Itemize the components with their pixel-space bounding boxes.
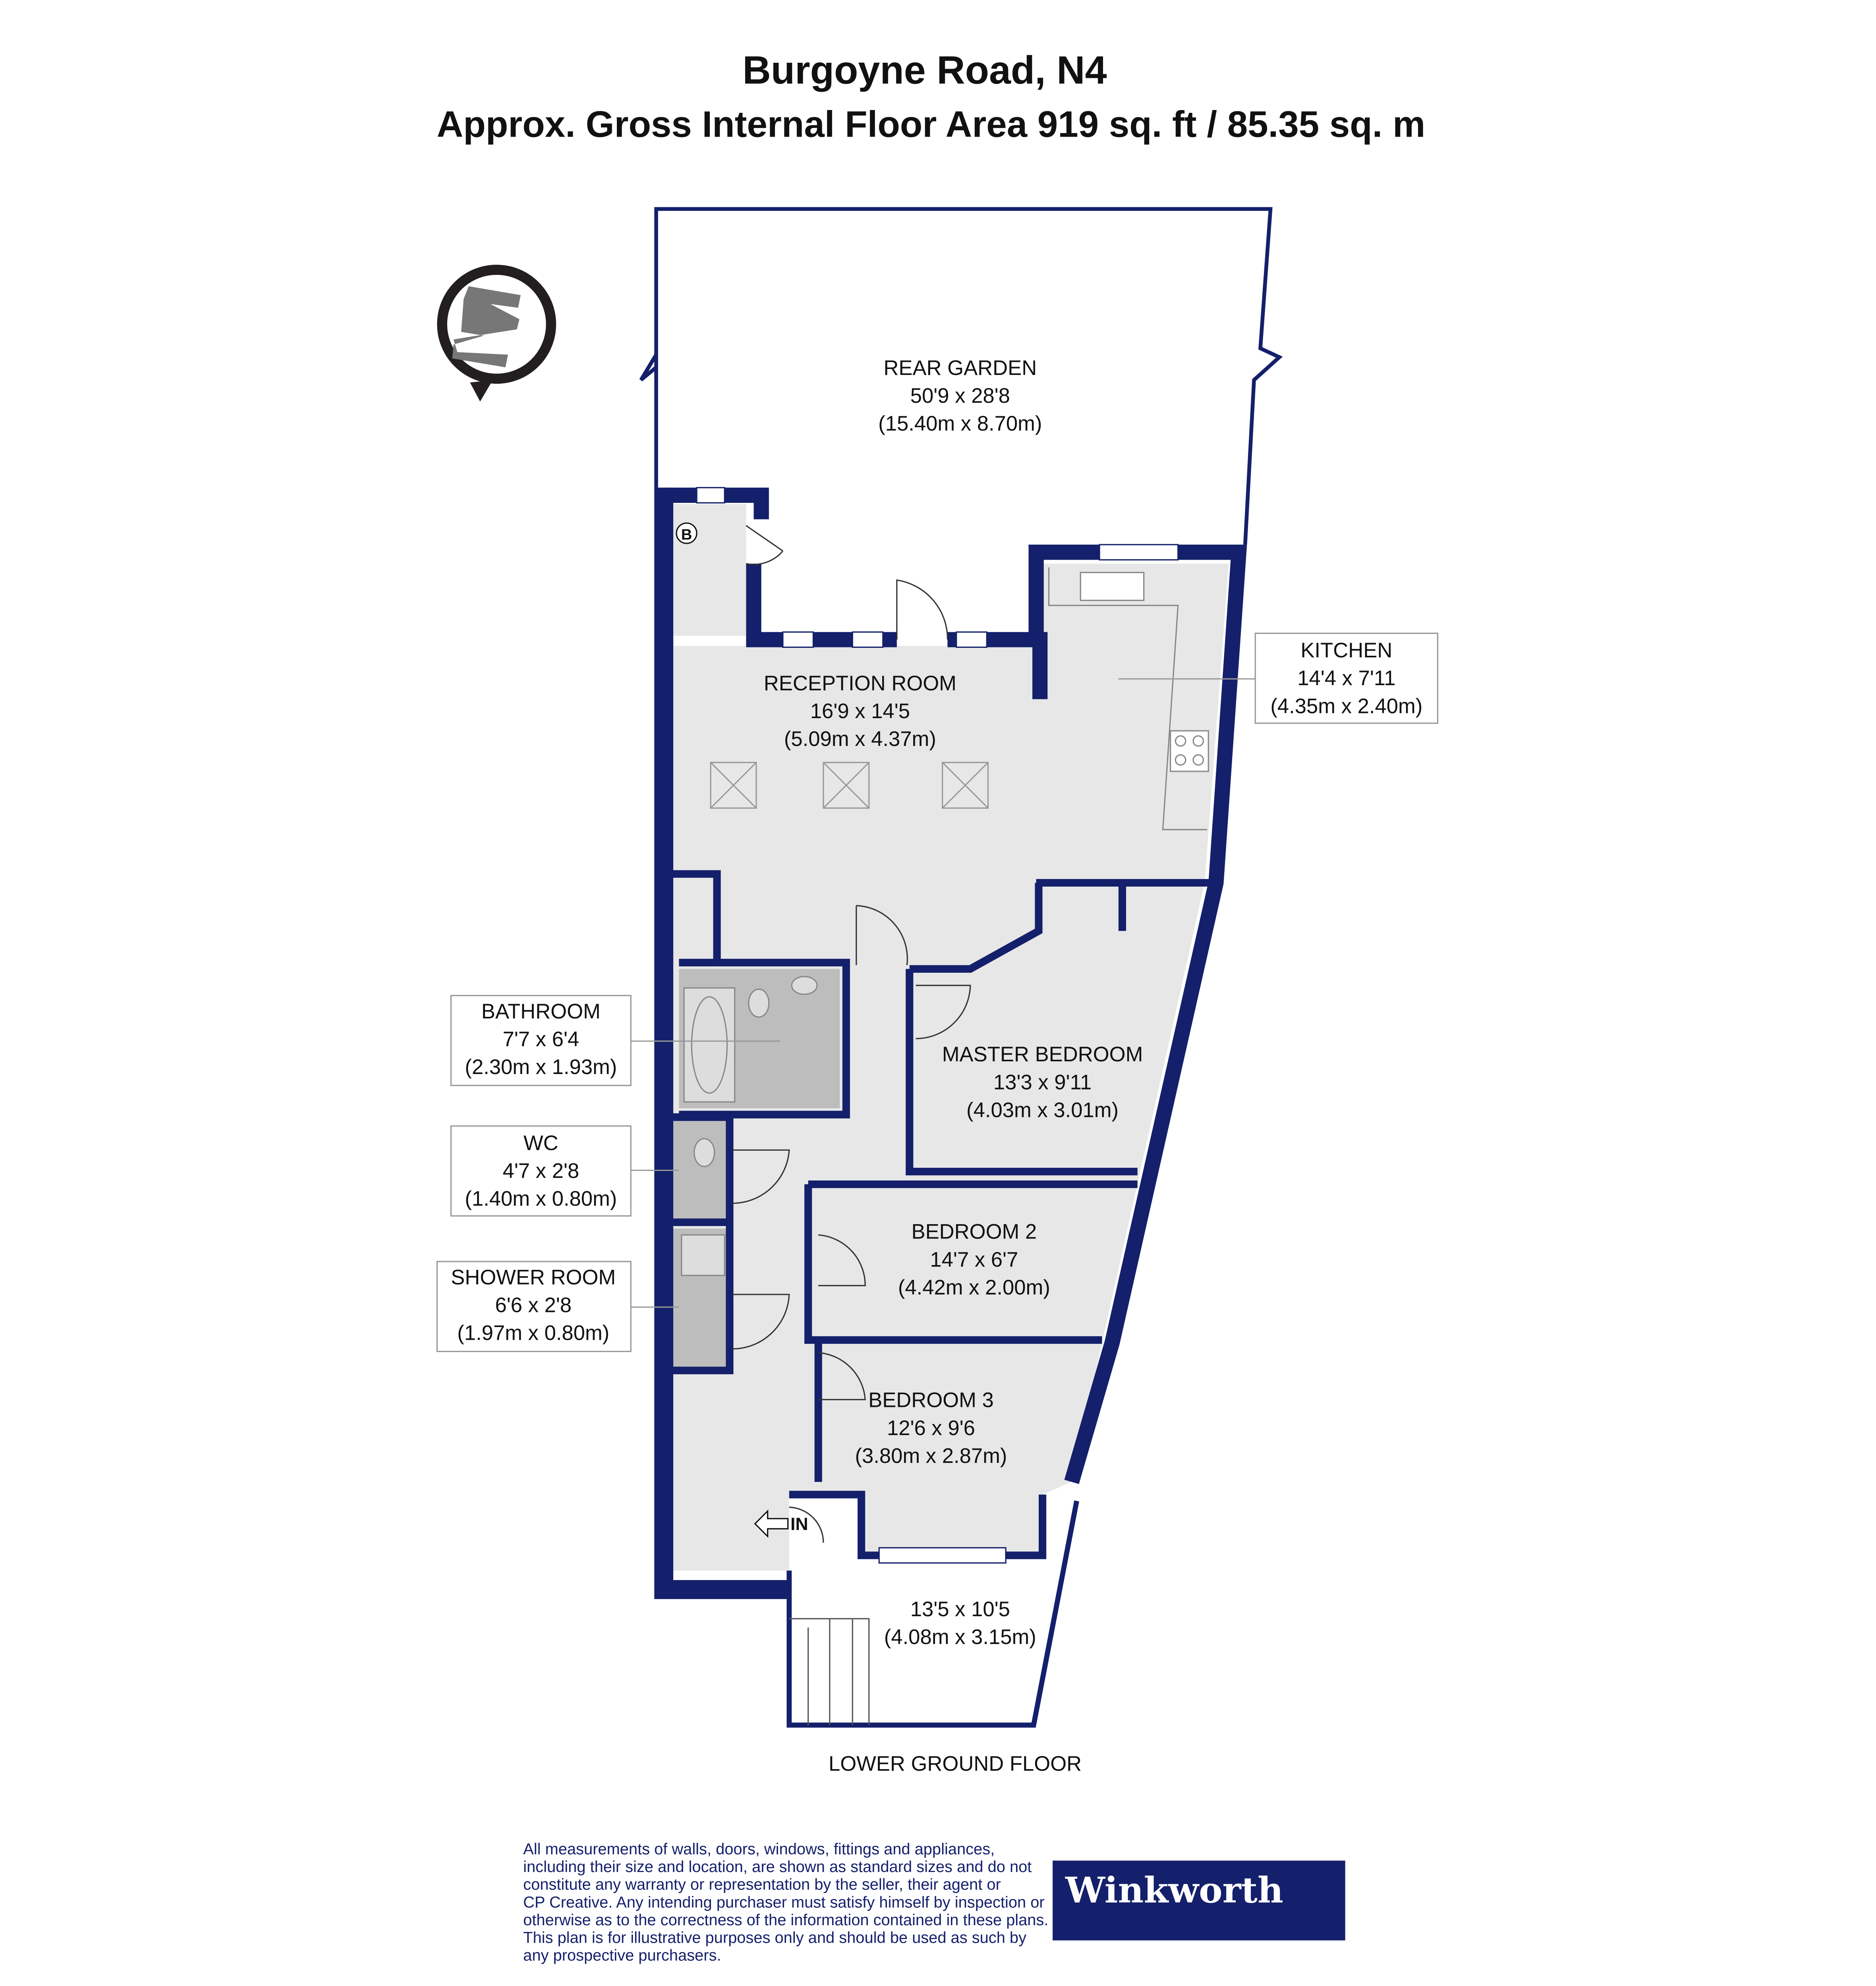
svg-text:otherwise as to the correctnes: otherwise as to the correctness of the i… (523, 1911, 1048, 1929)
plan-subtitle: Approx. Gross Internal Floor Area 919 sq… (437, 103, 1426, 145)
svg-text:MASTER BEDROOM: MASTER BEDROOM (942, 1043, 1143, 1066)
garden-boundary (639, 207, 1283, 545)
sink-icon (1080, 572, 1145, 601)
floor-label: LOWER GROUND FLOOR (829, 1752, 1082, 1775)
svg-text:(4.08m x 3.15m): (4.08m x 3.15m) (884, 1625, 1036, 1649)
svg-text:BEDROOM 3: BEDROOM 3 (868, 1389, 994, 1412)
svg-text:16'9 x 14'5: 16'9 x 14'5 (810, 699, 910, 723)
svg-text:(1.40m x 0.80m): (1.40m x 0.80m) (465, 1187, 617, 1211)
entrance-label: IN (790, 1515, 808, 1534)
boiler-icon (676, 522, 697, 544)
toilet-icon (748, 988, 770, 1018)
room-shower-room: SHOWER ROOM 6'6 x 2'8 (1.97m x 0.80m) (436, 1261, 679, 1352)
winkworth-logo: Winkworth (1053, 1860, 1345, 1941)
svg-text:constitute any warranty or rep: constitute any warranty or representatio… (523, 1876, 1001, 1893)
plan-title: Burgoyne Road, N4 (742, 48, 1107, 92)
room-reception: RECEPTION ROOM 16'9 x 14'5 (5.09m x 4.37… (764, 672, 956, 751)
svg-text:SHOWER ROOM: SHOWER ROOM (451, 1265, 616, 1289)
svg-text:6'6 x 2'8: 6'6 x 2'8 (495, 1294, 572, 1317)
room-bedroom-2: BEDROOM 2 14'7 x 6'7 (4.42m x 2.00m) (898, 1220, 1050, 1299)
svg-text:BEDROOM 2: BEDROOM 2 (912, 1220, 1037, 1244)
svg-text:CP Creative. Any intending pur: CP Creative. Any intending purchaser mus… (523, 1893, 1045, 1911)
room-bedroom-3: BEDROOM 3 12'6 x 9'6 (3.80m x 2.87m) (855, 1389, 1007, 1468)
svg-text:(15.40m x 8.70m): (15.40m x 8.70m) (878, 412, 1042, 435)
svg-text:WC: WC (524, 1131, 558, 1155)
svg-text:13'3 x 9'11: 13'3 x 9'11 (993, 1070, 1092, 1094)
entrance-arrow-icon (754, 1509, 789, 1538)
svg-text:(1.97m x 0.80m): (1.97m x 0.80m) (457, 1321, 609, 1345)
svg-text:any prospective purchasers.: any prospective purchasers. (523, 1947, 721, 1964)
svg-text:(4.35m x 2.40m): (4.35m x 2.40m) (1270, 694, 1422, 718)
windows (696, 487, 1179, 1564)
basin-icon (791, 976, 818, 995)
svg-text:All measurements of walls, doo: All measurements of walls, doors, window… (523, 1840, 995, 1858)
room-front-patio: 13'5 x 10'5 (4.08m x 3.15m) (884, 1598, 1036, 1649)
svg-text:(5.09m x 4.37m): (5.09m x 4.37m) (784, 727, 936, 751)
svg-text:(2.30m x 1.93m): (2.30m x 1.93m) (465, 1055, 617, 1079)
boiler-label: B (681, 526, 692, 543)
room-wc: WC 4'7 x 2'8 (1.40m x 0.80m) (450, 1125, 679, 1217)
svg-text:14'7 x 6'7: 14'7 x 6'7 (930, 1248, 1018, 1271)
svg-text:(3.80m x 2.87m): (3.80m x 2.87m) (855, 1444, 1007, 1468)
svg-text:This plan is for illustrative: This plan is for illustrative purposes o… (523, 1929, 1026, 1947)
room-kitchen: KITCHEN 14'4 x 7'11 (4.35m x 2.40m) (1118, 632, 1439, 724)
shower-tray-icon (681, 1234, 725, 1276)
svg-text:including their size and locat: including their size and location, are s… (523, 1858, 1032, 1876)
bath-icon (683, 987, 736, 1103)
wc-toilet-icon (694, 1138, 715, 1167)
svg-text:4'7 x 2'8: 4'7 x 2'8 (502, 1159, 579, 1183)
north-compass-icon (437, 265, 556, 402)
doors[interactable] (732, 525, 971, 1543)
svg-text:Winkworth: Winkworth (1065, 1870, 1283, 1911)
walls (654, 487, 1247, 1728)
svg-text:12'6 x 9'6: 12'6 x 9'6 (887, 1416, 975, 1440)
wc-floor (672, 1117, 730, 1219)
front-steps (789, 1618, 870, 1725)
hob-icon (1170, 730, 1209, 772)
svg-text:RECEPTION ROOM: RECEPTION ROOM (764, 672, 956, 695)
room-bathroom: BATHROOM 7'7 x 6'4 (2.30m x 1.93m) (450, 995, 781, 1086)
svg-text:REAR GARDEN: REAR GARDEN (883, 356, 1037, 380)
room-master-bedroom: MASTER BEDROOM 13'3 x 9'11 (4.03m x 3.01… (942, 1043, 1143, 1122)
svg-text:50'9 x 28'8: 50'9 x 28'8 (910, 384, 1010, 408)
room-rear-garden: REAR GARDEN 50'9 x 28'8 (15.40m x 8.70m) (878, 356, 1042, 435)
svg-text:BATHROOM: BATHROOM (481, 1000, 601, 1023)
svg-text:14'4 x 7'11: 14'4 x 7'11 (1297, 667, 1395, 690)
svg-text:7'7 x 6'4: 7'7 x 6'4 (502, 1028, 579, 1051)
svg-text:KITCHEN: KITCHEN (1300, 639, 1392, 662)
svg-text:(4.03m x 3.01m): (4.03m x 3.01m) (966, 1099, 1119, 1122)
kitchen-worktop (1048, 567, 1208, 831)
disclaimer: All measurements of walls, doors, window… (523, 1840, 1048, 1964)
skylight-icons (710, 762, 989, 809)
svg-text:13'5 x 10'5: 13'5 x 10'5 (910, 1598, 1010, 1621)
svg-text:(4.42m x 2.00m): (4.42m x 2.00m) (898, 1276, 1050, 1299)
